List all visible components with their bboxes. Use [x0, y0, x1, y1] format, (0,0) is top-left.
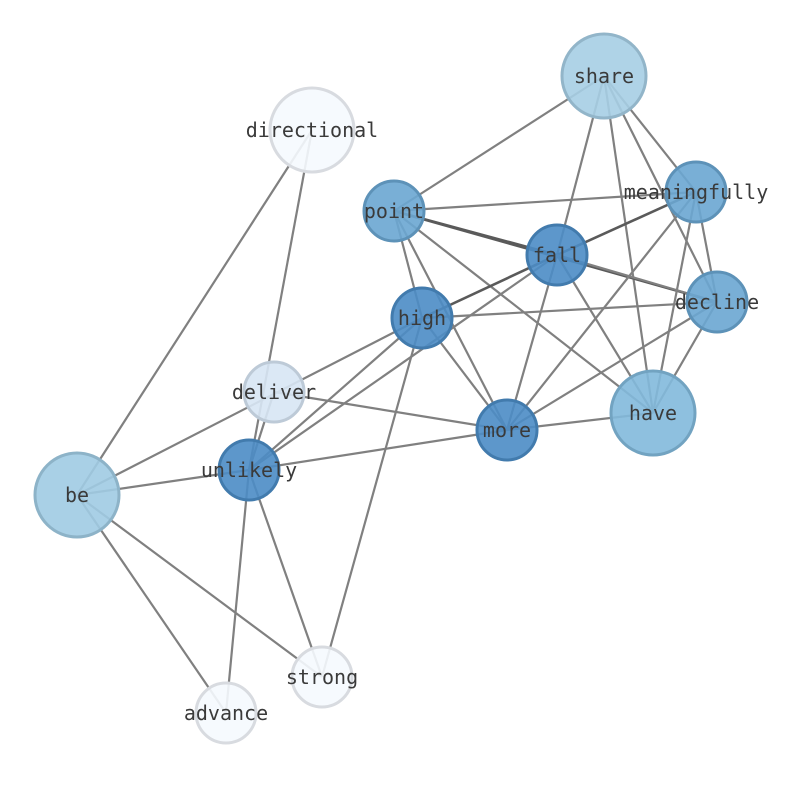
edge-share-have: [602, 75, 655, 414]
node-circle-high[interactable]: [390, 286, 454, 350]
node-circle-advance[interactable]: [194, 681, 258, 745]
node-advance[interactable]: advance: [184, 681, 268, 745]
node-label-high: high: [398, 306, 446, 330]
node-directional[interactable]: directional: [246, 86, 378, 174]
node-have[interactable]: have: [609, 369, 697, 457]
node-fall[interactable]: fall: [525, 223, 589, 287]
edge-high-unlikely: [248, 317, 423, 471]
node-decline[interactable]: decline: [675, 270, 759, 334]
node-unlikely[interactable]: unlikely: [201, 438, 297, 502]
node-label-deliver: deliver: [232, 380, 316, 404]
node-label-point: point: [364, 199, 424, 223]
node-circle-decline[interactable]: [685, 270, 749, 334]
node-strong[interactable]: strong: [286, 645, 358, 709]
node-circle-point[interactable]: [362, 179, 426, 243]
node-circle-be[interactable]: [33, 451, 121, 539]
node-label-meaningfully: meaningfully: [624, 180, 769, 204]
node-circle-more[interactable]: [475, 398, 539, 462]
edge-decline-more: [506, 301, 718, 431]
node-label-decline: decline: [675, 290, 759, 314]
node-label-more: more: [483, 418, 531, 442]
node-high[interactable]: high: [390, 286, 454, 350]
node-label-directional: directional: [246, 118, 378, 142]
edge-meaningfully-more: [506, 191, 697, 431]
node-circle-share[interactable]: [560, 32, 648, 120]
node-label-strong: strong: [286, 665, 358, 689]
node-meaningfully[interactable]: meaningfully: [624, 160, 769, 224]
node-label-advance: advance: [184, 701, 268, 725]
node-circle-unlikely[interactable]: [217, 438, 281, 502]
edge-high-strong: [320, 317, 424, 678]
edge-unlikely-advance: [224, 469, 251, 714]
node-label-be: be: [65, 483, 89, 507]
edge-unlikely-strong: [247, 469, 324, 678]
edge-high-decline: [421, 300, 718, 320]
node-circle-deliver[interactable]: [242, 360, 306, 424]
edge-deliver-more: [273, 390, 508, 432]
node-circle-directional[interactable]: [268, 86, 356, 174]
edge-unlikely-more: [248, 428, 508, 472]
edge-point-meaningfully: [393, 190, 697, 213]
edge-be-advance: [76, 494, 227, 714]
edge-directional-be: [76, 129, 313, 496]
node-be[interactable]: be: [33, 451, 121, 539]
node-label-have: have: [629, 401, 677, 425]
node-label-unlikely: unlikely: [201, 458, 297, 482]
node-deliver[interactable]: deliver: [232, 360, 316, 424]
node-more[interactable]: more: [475, 398, 539, 462]
node-point[interactable]: point: [362, 179, 426, 243]
edge-fall-unlikely: [248, 254, 558, 471]
nodes-layer: share directional point meaningfully fall dec…: [33, 32, 769, 745]
node-circle-have[interactable]: [609, 369, 697, 457]
node-circle-strong[interactable]: [290, 645, 354, 709]
node-circle-fall[interactable]: [525, 223, 589, 287]
node-label-fall: fall: [533, 243, 581, 267]
node-circle-meaningfully[interactable]: [664, 160, 728, 224]
edge-be-strong: [76, 494, 323, 678]
node-share[interactable]: share: [560, 32, 648, 120]
node-label-share: share: [574, 64, 634, 88]
